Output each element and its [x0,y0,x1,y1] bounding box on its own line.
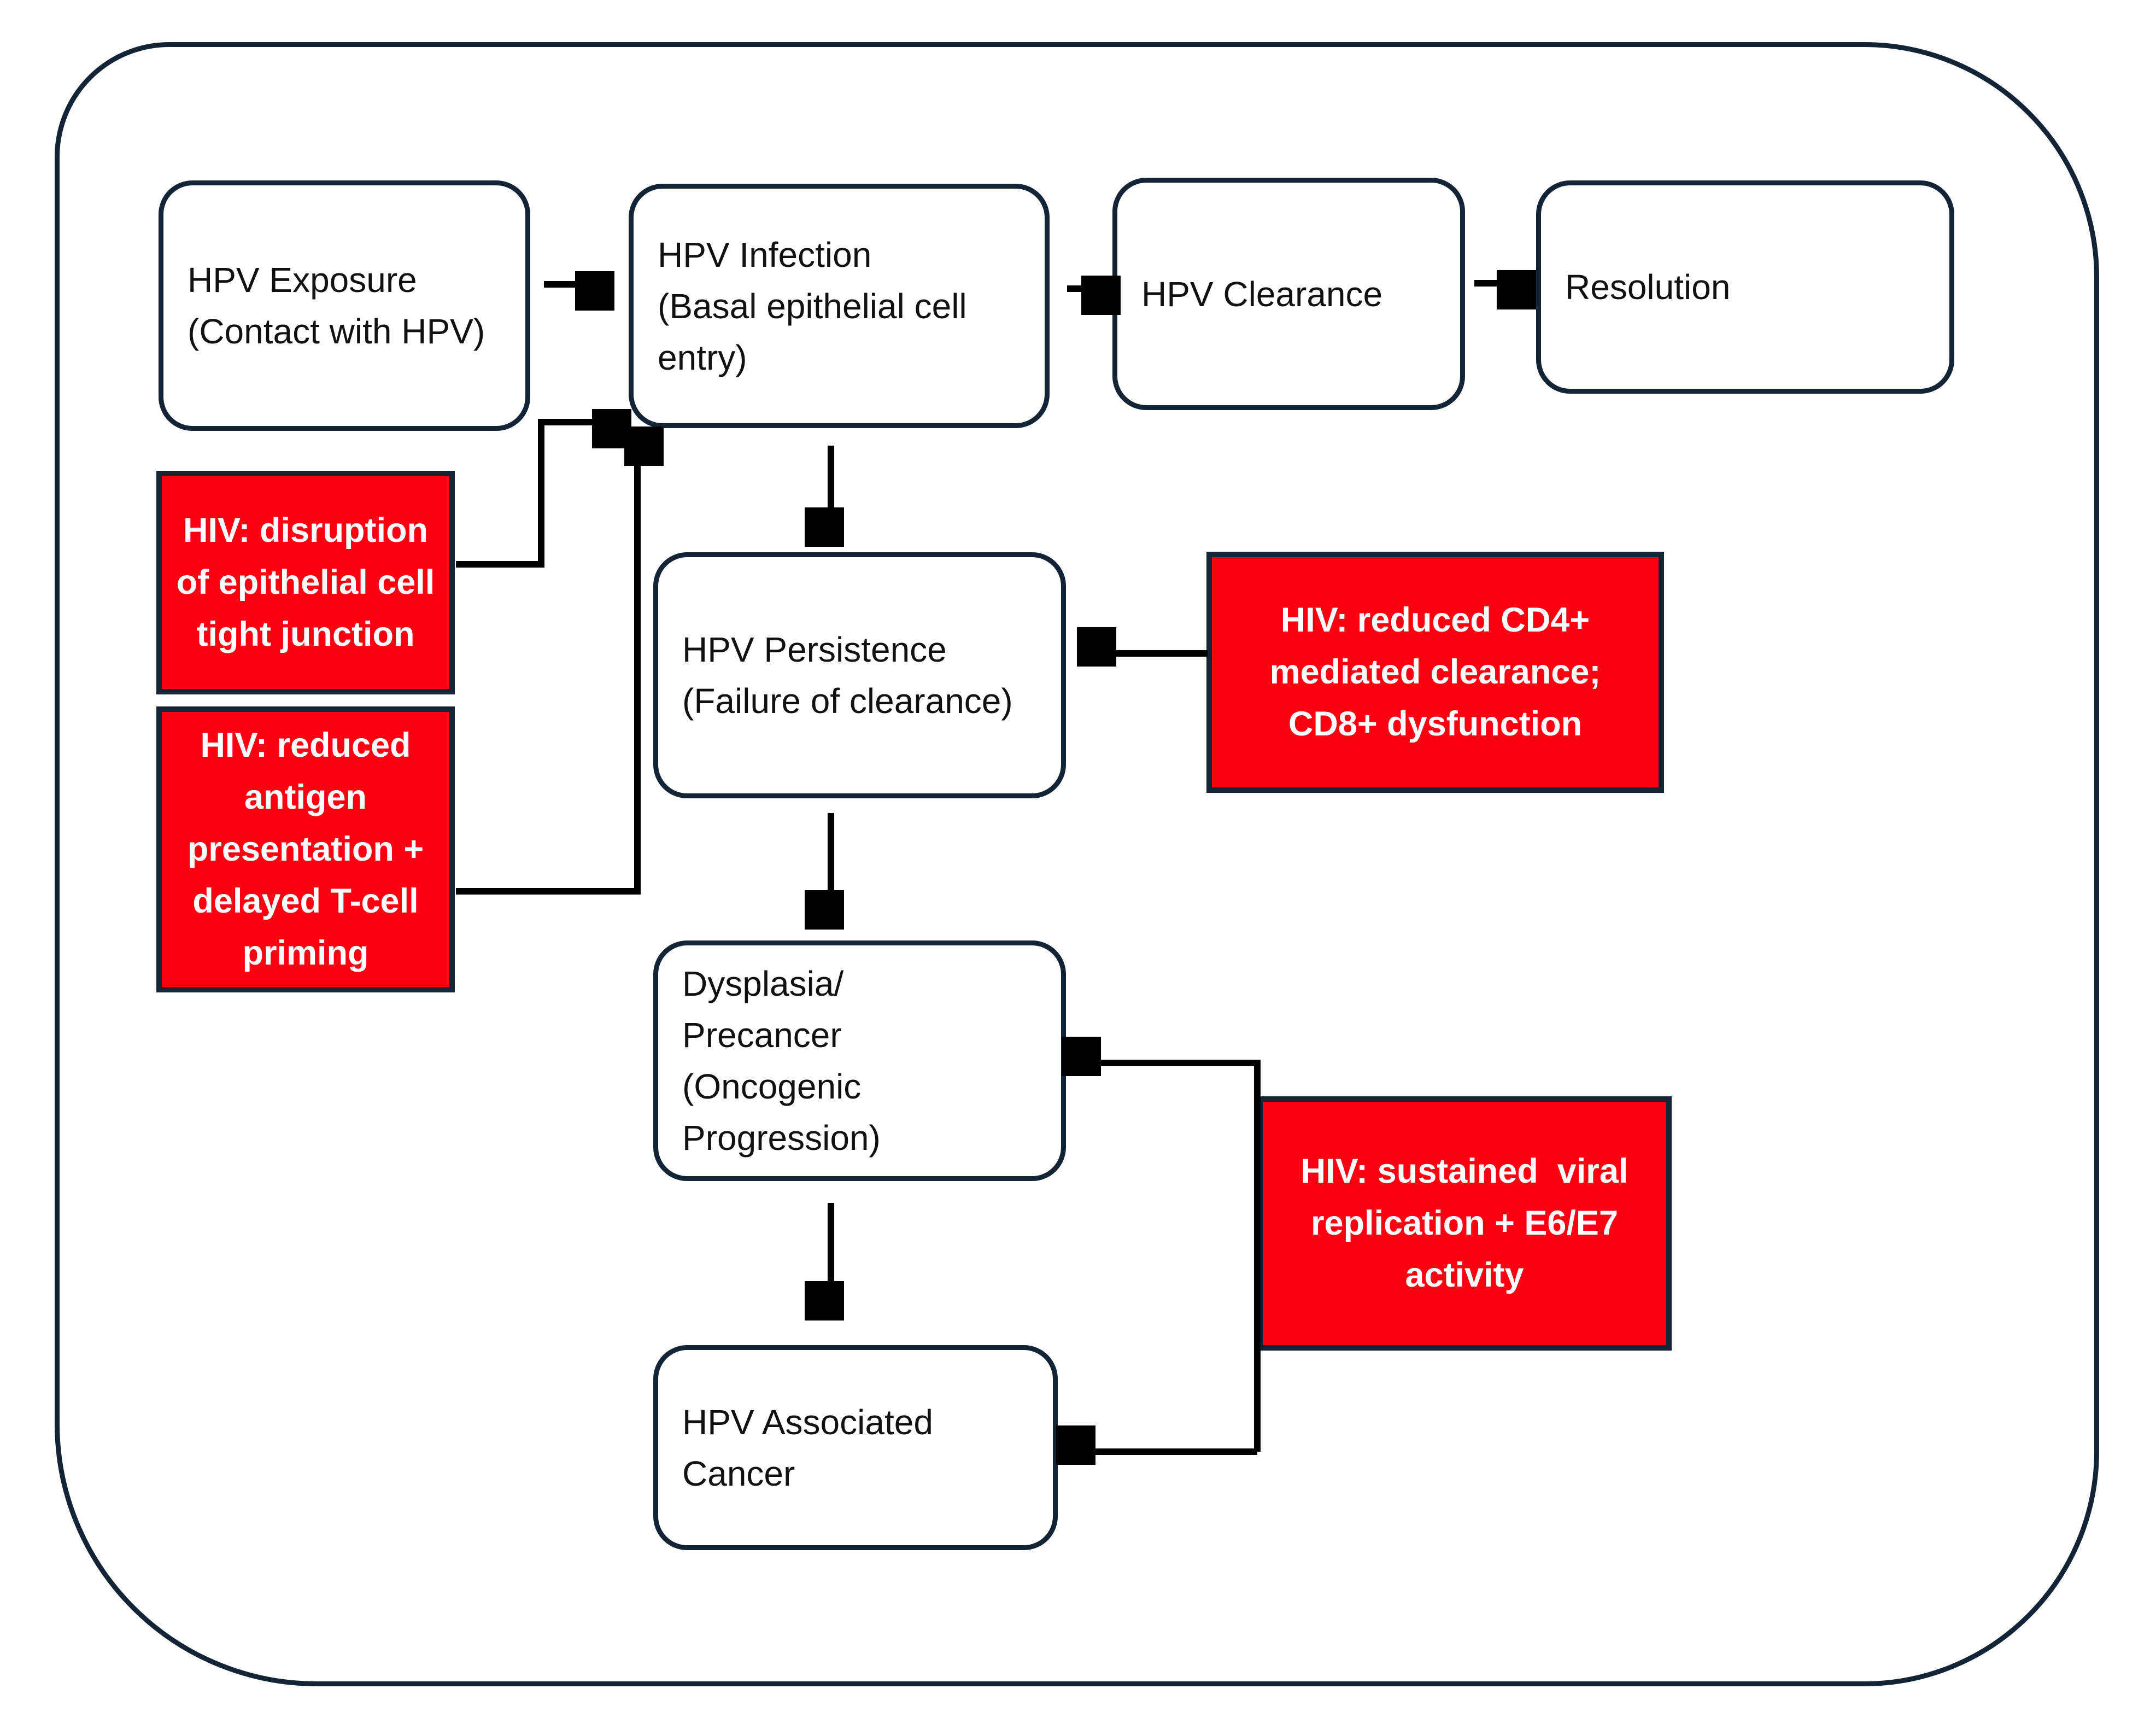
node-hpv-persistence: HPV Persistence (Failure of clearance) [653,552,1066,798]
node-dysplasia-precancer: Dysplasia/ Precancer (Oncogenic Progress… [653,940,1066,1181]
node-hiv-tight-junction: HIV: disruption of epithelial cell tight… [156,471,455,694]
node-resolution: Resolution [1536,180,1954,394]
node-label: HPV Infection (Basal epithelial cell ent… [658,235,967,377]
node-label: HPV Persistence (Failure of clearance) [682,630,1013,721]
node-label: Dysplasia/ Precancer (Oncogenic Progress… [682,964,881,1158]
node-label: HPV Clearance [1141,274,1383,314]
node-label: HIV: reduced antigen presentation + dela… [187,726,424,972]
node-hiv-cd4-clearance: HIV: reduced CD4+ mediated clearance; CD… [1206,552,1664,793]
node-hpv-exposure: HPV Exposure (Contact with HPV) [159,180,530,431]
node-label: HPV Associated Cancer [682,1402,933,1493]
node-label: HPV Exposure (Contact with HPV) [188,260,485,351]
node-hpv-clearance: HPV Clearance [1112,178,1465,410]
node-hpv-infection: HPV Infection (Basal epithelial cell ent… [629,184,1050,428]
node-hiv-e6e7-activity: HIV: sustained viral replication + E6/E7… [1257,1096,1672,1351]
node-hiv-antigen-presentation: HIV: reduced antigen presentation + dela… [156,706,455,992]
node-label: HIV: sustained viral replication + E6/E7… [1300,1152,1628,1294]
node-hpv-associated-cancer: HPV Associated Cancer [653,1345,1058,1550]
node-label: HIV: disruption of epithelial cell tight… [176,511,435,653]
node-label: Resolution [1565,267,1731,307]
node-label: HIV: reduced CD4+ mediated clearance; CD… [1269,601,1601,743]
